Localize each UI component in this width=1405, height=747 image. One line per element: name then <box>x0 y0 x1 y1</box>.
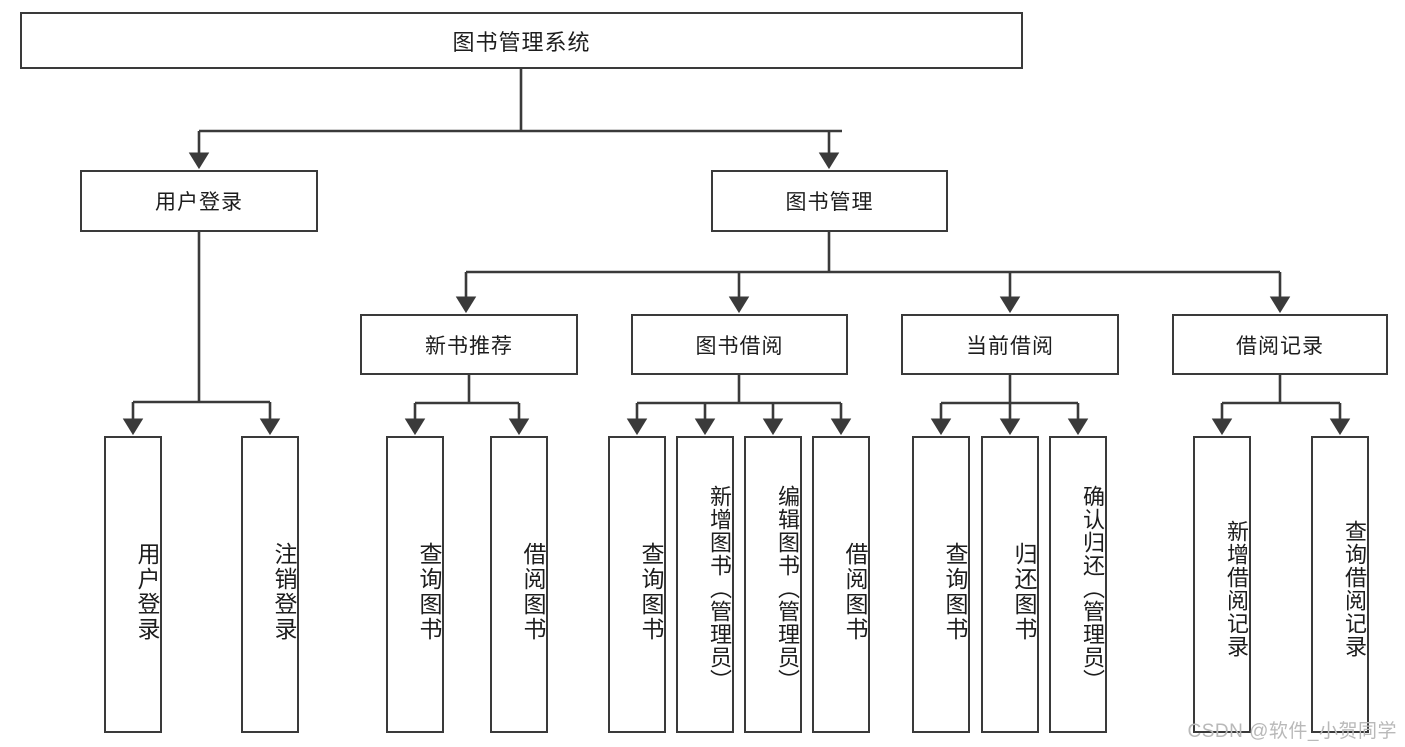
node-leaf-query-record[interactable]: 查询借阅记录 <box>1311 436 1369 733</box>
node-label: 用户登录 <box>155 191 243 214</box>
node-label: 归还图书 <box>1011 541 1037 642</box>
node-leaf-edit-book[interactable]: 编辑图书（管理员） <box>744 436 802 733</box>
node-leaf-confirm-return[interactable]: 确认归还（管理员） <box>1049 436 1107 733</box>
node-leaf-logout-login[interactable]: 注销登录 <box>241 436 299 733</box>
node-leaf-add-record[interactable]: 新增借阅记录 <box>1193 436 1251 733</box>
node-label: 新书推荐 <box>425 334 513 358</box>
node-label: 编辑图书（管理员） <box>775 485 800 692</box>
node-leaf-return-book[interactable]: 归还图书 <box>981 436 1039 733</box>
node-label: 查询图书 <box>638 541 664 642</box>
node-label: 图书管理 <box>785 191 874 214</box>
node-label: 确认归还（管理员） <box>1080 485 1105 692</box>
node-label: 图书借阅 <box>695 334 784 358</box>
node-label: 新增借阅记录 <box>1224 519 1249 658</box>
node-book-borrow[interactable]: 图书借阅 <box>631 314 848 375</box>
node-leaf-user-login[interactable]: 用户登录 <box>104 436 162 733</box>
node-label: 借阅记录 <box>1236 334 1324 358</box>
node-leaf-query-book-1[interactable]: 查询图书 <box>386 436 444 733</box>
node-label: 注销登录 <box>271 541 297 642</box>
node-user-login[interactable]: 用户登录 <box>80 170 318 232</box>
node-label: 当前借阅 <box>966 334 1054 358</box>
node-new-book-recommend[interactable]: 新书推荐 <box>360 314 578 375</box>
node-label: 用户登录 <box>134 541 160 642</box>
node-leaf-query-book-2[interactable]: 查询图书 <box>608 436 666 733</box>
node-label: 查询图书 <box>416 541 442 642</box>
node-book-manage[interactable]: 图书管理 <box>711 170 948 232</box>
node-label: 图书管理系统 <box>452 29 591 55</box>
node-current-borrow[interactable]: 当前借阅 <box>901 314 1119 375</box>
node-leaf-add-book[interactable]: 新增图书（管理员） <box>676 436 734 733</box>
node-leaf-borrow-book-2[interactable]: 借阅图书 <box>812 436 870 733</box>
node-label: 借阅图书 <box>520 541 546 642</box>
node-label: 查询借阅记录 <box>1342 519 1367 658</box>
node-leaf-borrow-book-1[interactable]: 借阅图书 <box>490 436 548 733</box>
node-leaf-query-book-3[interactable]: 查询图书 <box>912 436 970 733</box>
node-borrow-record[interactable]: 借阅记录 <box>1172 314 1388 375</box>
node-label: 查询图书 <box>942 541 968 642</box>
watermark: CSDN @软件_小贺同学 <box>1187 721 1397 742</box>
node-label: 新增图书（管理员） <box>707 485 732 692</box>
node-label: 借阅图书 <box>842 541 868 642</box>
node-root[interactable]: 图书管理系统 <box>20 12 1023 69</box>
